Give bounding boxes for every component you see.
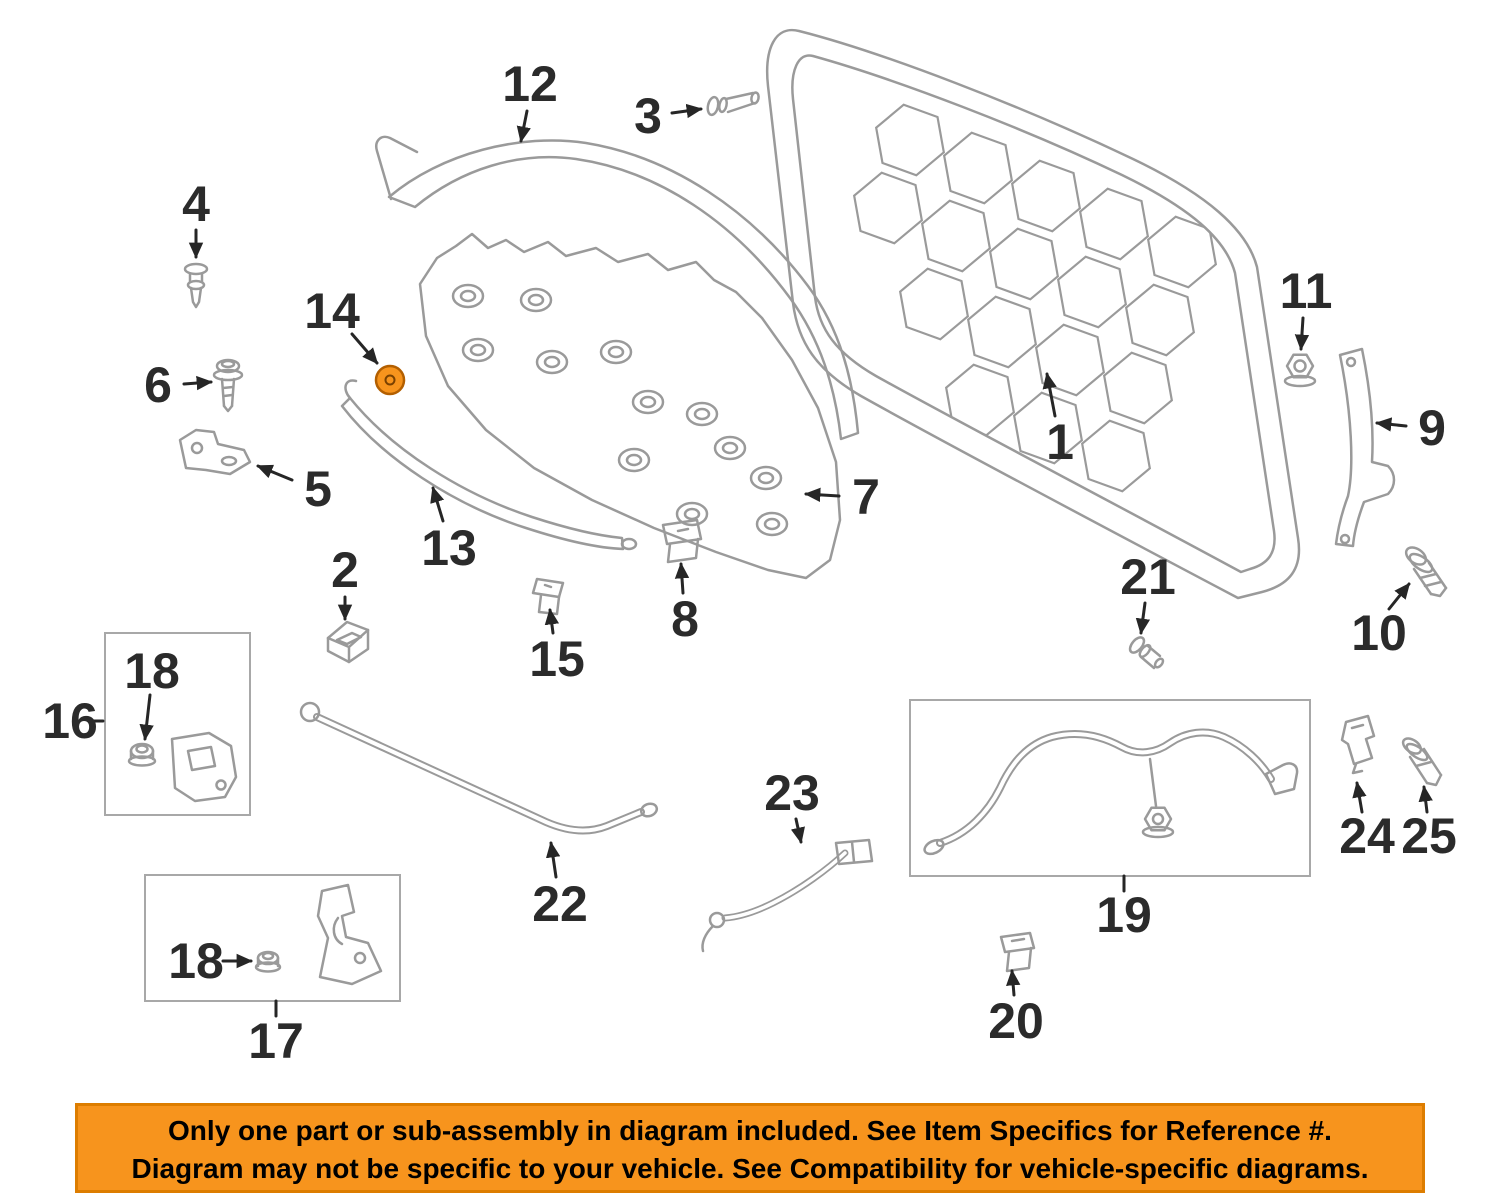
bolt-10-drawing [1404,546,1448,598]
leader-line-22 [545,841,561,879]
leader-line-10 [1387,582,1411,611]
leader-line-20 [1006,969,1021,997]
support-bracket-drawing [1334,347,1396,548]
leader-arrows [89,103,1433,1018]
hood-panel-drawing [765,28,1301,600]
push-clip-drawing [183,262,209,309]
hood-honeycomb-pattern [842,97,1228,499]
clip-8-drawing [661,518,703,564]
sensor-24-drawing [1340,714,1376,775]
leader-line-6 [182,375,213,391]
leader-line-24 [1352,781,1367,814]
pin-drawing [706,91,760,117]
group-16-box [104,632,251,816]
leader-line-18 [139,693,154,741]
disclaimer-banner: Only one part or sub-assembly in diagram… [75,1103,1425,1193]
leader-line-5 [256,464,294,482]
leader-line-1 [1042,372,1057,418]
highlight-part-14 [374,364,406,396]
latch-assembly-16-drawing [127,731,238,803]
leader-line-23 [790,817,805,844]
prop-rod-drawing [299,701,659,835]
hood-seal-drawing [375,135,860,441]
hinge-bracket-drawing [178,428,252,476]
leader-line-9 [1375,417,1408,432]
group-19-box [909,699,1311,877]
pin-21-drawing [1128,636,1165,670]
leader-line-13 [430,486,445,523]
hood-bumper-drawing [326,620,370,664]
disclaimer-line-1: Only one part or sub-assembly in diagram… [168,1115,1332,1146]
group-17-box [144,874,401,1002]
clip-20-drawing [999,931,1036,973]
group-boxes [104,632,1311,1002]
leader-line-14 [350,332,379,365]
leader-line-3 [670,103,703,119]
leader-line-21 [1135,601,1151,635]
insulation-pad-drawing [418,232,842,580]
pad-holes [451,283,789,537]
cable-23-drawing [701,838,874,953]
leader-line-7 [804,487,841,503]
hinge-bolt-drawing [212,358,244,413]
release-cable-drawing [923,728,1299,856]
leader-line-15 [544,608,560,635]
nut-11-drawing [1283,353,1317,388]
parts-diagram-art [89,28,1448,1018]
clip-15-drawing [531,577,565,616]
front-weatherstrip-drawing [340,379,638,551]
leader-line-11 [1294,316,1310,351]
striker-assembly-17-drawing [254,883,383,986]
leader-line-25 [1418,785,1433,814]
bolt-25-drawing [1401,737,1443,787]
leader-line-12 [516,109,531,143]
leader-line-8 [674,562,690,595]
disclaimer-line-2: Diagram may not be specific to your vehi… [131,1153,1369,1184]
